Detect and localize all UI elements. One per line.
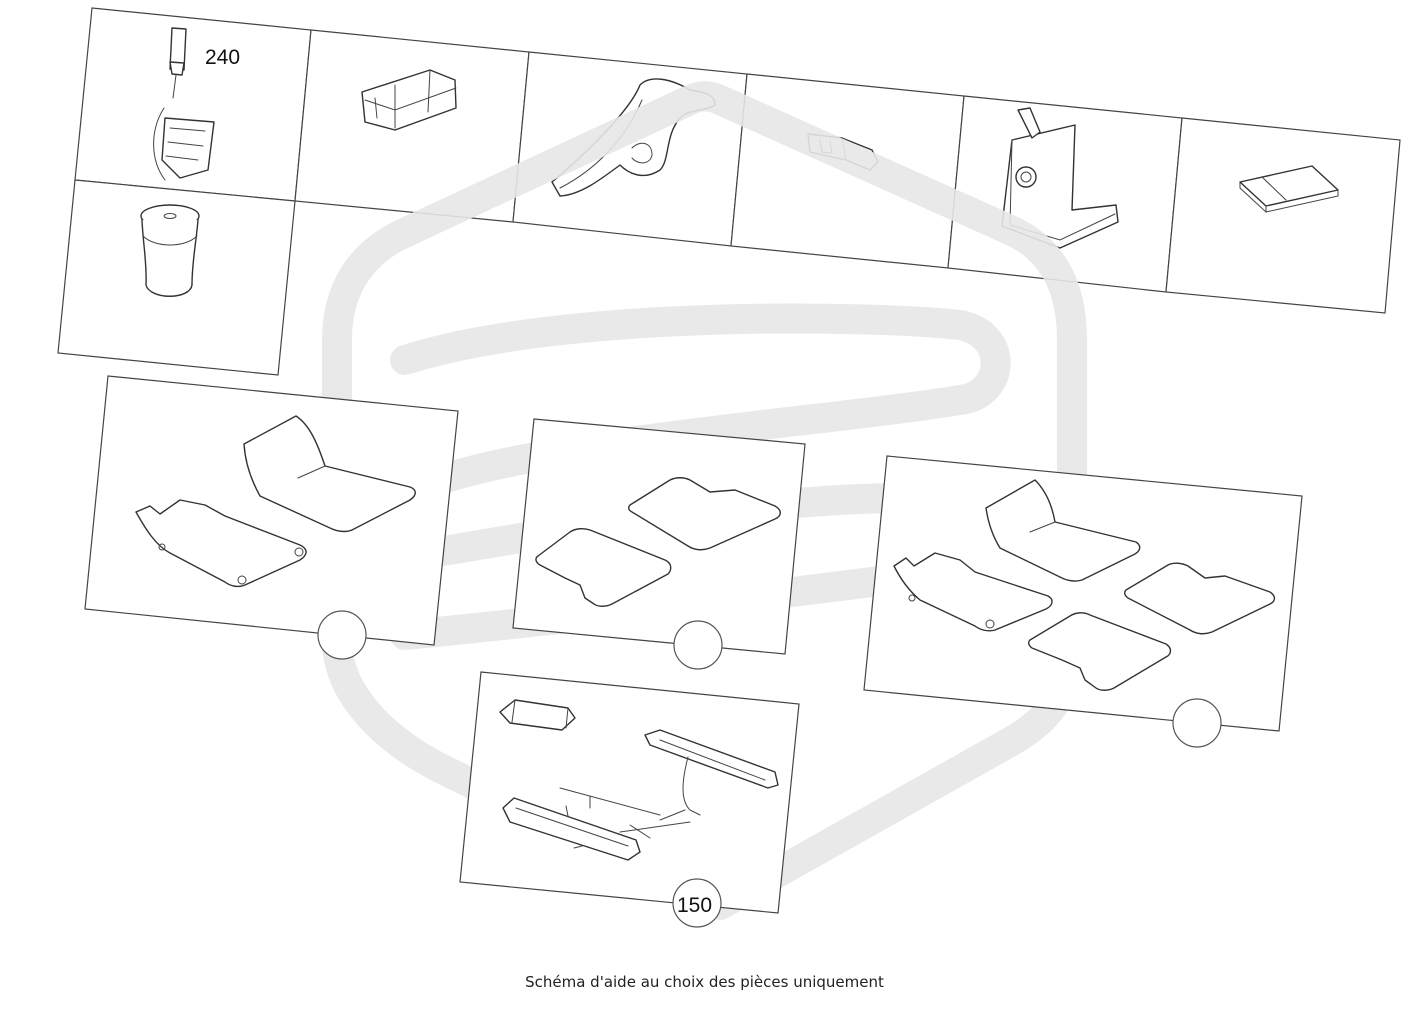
- booklet-icon[interactable]: [1239, 165, 1339, 214]
- illuminated-door-sill-icon[interactable]: [499, 699, 779, 861]
- door-sill-set: 150: [459, 671, 800, 928]
- rubber-mat-set-2-icon[interactable]: [535, 477, 781, 607]
- armrest-module-icon[interactable]: [361, 69, 457, 131]
- floor-mat-set-2: [84, 375, 459, 660]
- callout-240[interactable]: 240: [205, 46, 240, 69]
- mat-set-1-frame[interactable]: [84, 375, 459, 646]
- door-sill-callout[interactable]: [672, 878, 722, 928]
- callout-150[interactable]: 150: [677, 894, 712, 917]
- cup-holder-ashtray-icon[interactable]: [140, 204, 200, 297]
- floor-mat-set-4-icon[interactable]: [893, 479, 1276, 691]
- mat-set-2-callout[interactable]: [673, 620, 723, 670]
- diagram-caption: Schéma d'aide au choix des pièces unique…: [525, 973, 884, 991]
- mat-set-2-frame[interactable]: [512, 418, 806, 655]
- rubber-mat-set-2: [512, 418, 806, 670]
- floor-mat-set-4: [863, 455, 1303, 748]
- door-sill-frame[interactable]: [459, 671, 800, 914]
- mat-set-3-callout[interactable]: [1172, 698, 1222, 748]
- cell-frame-6[interactable]: [1165, 117, 1401, 314]
- mat-set-1-callout[interactable]: [317, 610, 367, 660]
- gear-selector-icon[interactable]: [153, 27, 215, 181]
- mat-set-3-frame[interactable]: [863, 455, 1303, 732]
- phone-holder-icon[interactable]: [1001, 107, 1119, 249]
- floor-mat-set-2-icon[interactable]: [135, 415, 416, 588]
